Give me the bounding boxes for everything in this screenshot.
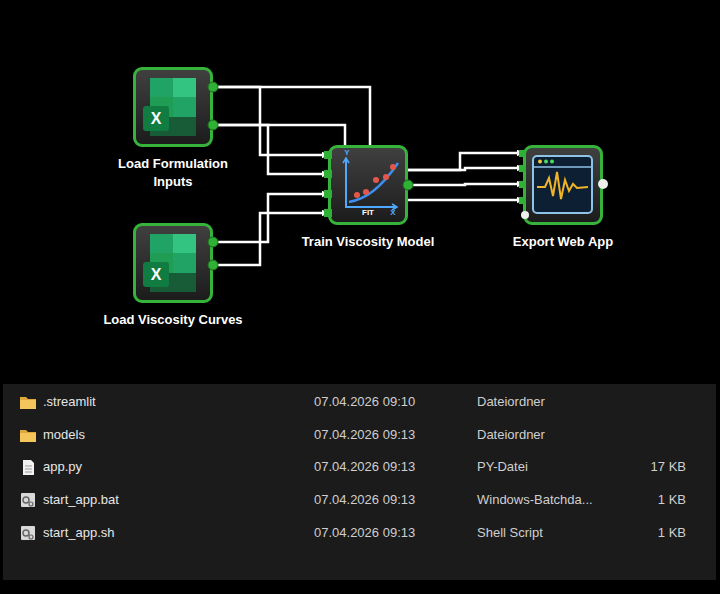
file-list-panel: [3, 384, 716, 580]
gear-symbol: [23, 497, 29, 503]
icon-letter: X: [151, 265, 162, 284]
workflow-connection: [213, 87, 328, 155]
script-icon: [21, 526, 35, 540]
workflow-connection: [408, 199, 523, 202]
icon-letter: FIT: [362, 208, 374, 218]
script-page: [21, 493, 35, 507]
node-label: Export Web App: [483, 233, 643, 251]
table-cell: PY-Datei: [477, 459, 528, 475]
table-cell: Windows-Batchda...: [477, 492, 593, 508]
node-label: Train Viscosity Model: [278, 233, 458, 251]
folder-icon: [20, 397, 36, 409]
script-page: [21, 526, 35, 540]
workflow-connection: [213, 87, 370, 145]
icon-letter: X: [390, 208, 395, 218]
icon-letter: X: [151, 109, 162, 128]
gear-symbol: [23, 530, 29, 536]
table-cell: 1 KB: [658, 525, 686, 541]
table-cell: 17 KB: [651, 459, 686, 475]
table-cell: 1 KB: [658, 492, 686, 508]
table-cell: Shell Script: [477, 525, 543, 541]
node-box: [133, 223, 213, 303]
table-cell: Dateiordner: [477, 394, 545, 410]
table-cell: 07.04.2026 09:13: [314, 492, 415, 508]
file-icon: [23, 460, 34, 475]
table-cell: 07.04.2026 09:13: [314, 459, 415, 475]
folder-front: [20, 400, 36, 409]
workflow-connection: [213, 125, 345, 145]
page-lines: [25, 466, 32, 472]
page-shape: [23, 460, 34, 475]
table-cell: Dateiordner: [477, 427, 545, 443]
table-cell: .streamlit: [43, 394, 96, 410]
workflow-connection: [408, 184, 523, 185]
workflow-node: Train Viscosity Model: [278, 145, 458, 251]
node-label: Load Viscosity Curves: [83, 311, 263, 329]
table-cell: start_app.sh: [43, 525, 115, 541]
workflow-node: Load Viscosity Curves: [83, 223, 263, 329]
folder-icon: [20, 430, 36, 442]
gear-symbol: [29, 535, 33, 539]
table-cell: models: [43, 427, 85, 443]
table-cell: 07.04.2026 09:13: [314, 427, 415, 443]
workflow-connection: [408, 153, 523, 170]
node-label: Load Formulation Inputs: [103, 155, 243, 191]
folder-back: [20, 397, 36, 409]
workflow-connection: [213, 125, 328, 174]
workflow-node: Export Web App: [483, 145, 643, 251]
table-cell: 07.04.2026 09:13: [314, 525, 415, 541]
node-box: [523, 145, 603, 225]
gear-symbol: [29, 502, 33, 506]
node-box: [133, 67, 213, 147]
table-cell: app.py: [43, 459, 82, 475]
workflow-node: Load Formulation Inputs: [103, 67, 243, 191]
folder-front: [20, 433, 36, 442]
script-icon: [21, 493, 35, 507]
table-cell: 07.04.2026 09:10: [314, 394, 415, 410]
folder-back: [20, 430, 36, 442]
icon-letter: Y: [344, 148, 349, 158]
table-cell: start_app.bat: [43, 492, 119, 508]
